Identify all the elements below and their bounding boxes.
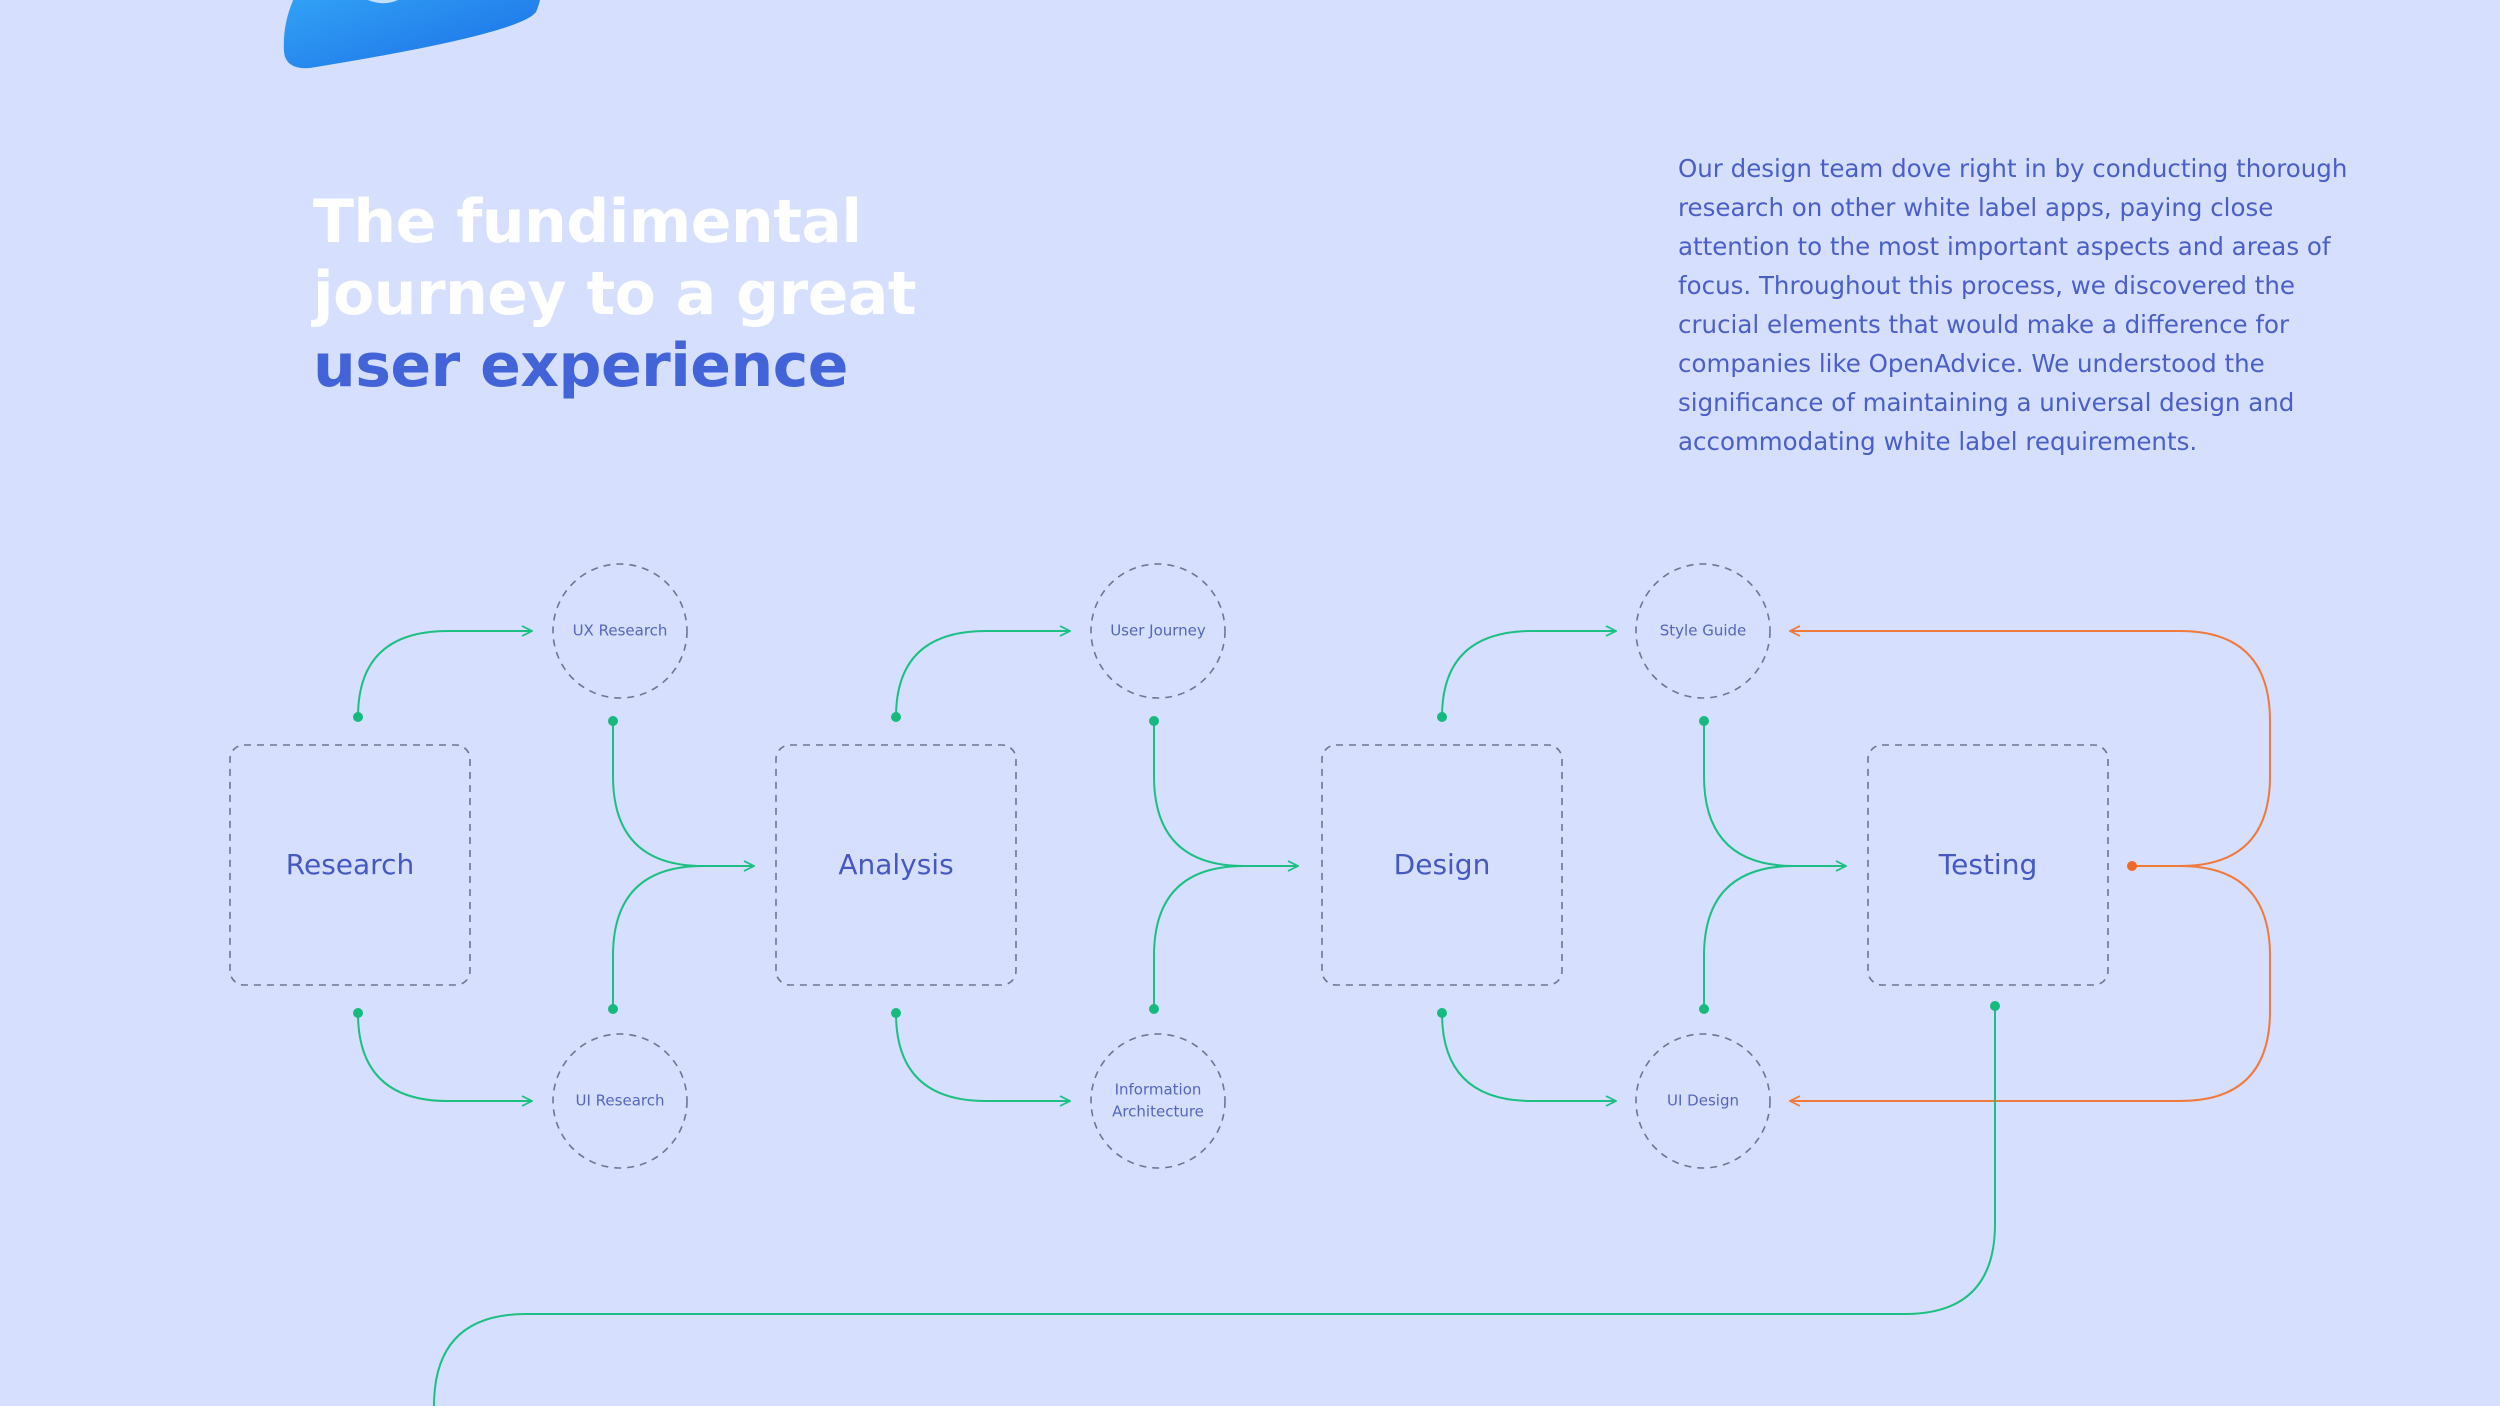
page-title: The fundimental journey to a great user … [313, 186, 917, 402]
connector-uidesign-to-testing [1703, 865, 1795, 1009]
stage-label: Research [286, 848, 414, 881]
feedback-origin-dot [2127, 861, 2137, 871]
stage-label: Design [1394, 848, 1491, 881]
stage-box [1321, 744, 1563, 986]
intro-line: research on other white label apps, payi… [1678, 193, 2274, 222]
intro-line: attention to the most important aspects … [1678, 232, 2331, 261]
substep-circle [1090, 1033, 1226, 1169]
connector-dot [891, 1008, 901, 1018]
substep-information-architecture: Information Architecture [1090, 1033, 1226, 1169]
connector-dot [608, 1004, 618, 1014]
connector-dot [1990, 1001, 2000, 1011]
stage-design: Design [1321, 744, 1563, 986]
substep-ux-research: UX Research [552, 563, 688, 699]
connector-dot [891, 712, 901, 722]
substep-ui-research: UI Research [552, 1033, 688, 1169]
connector-journey-to-design [1153, 721, 1298, 866]
connector-ux-to-analysis [612, 721, 754, 866]
connector-dot [608, 716, 618, 726]
stage-testing: Testing [1867, 744, 2109, 986]
connector-dot [353, 1008, 363, 1018]
substep-label: Style Guide [1660, 622, 1747, 640]
connector-dot [1437, 712, 1447, 722]
connector-dot [1149, 1004, 1159, 1014]
connector-design-to-styleguide [1441, 631, 1616, 718]
connector-research-to-ui [357, 1012, 532, 1101]
connector-dot [1437, 1008, 1447, 1018]
connector-ia-to-design [1153, 865, 1245, 1009]
substep-label: User Journey [1110, 622, 1206, 640]
stage-box [229, 744, 471, 986]
intro-line: companies like OpenAdvice. We understood… [1678, 349, 2265, 378]
connector-dot [1149, 716, 1159, 726]
title-line-1: The fundimental [313, 187, 862, 257]
connector-analysis-to-ia [895, 1012, 1070, 1101]
substep-style-guide: Style Guide [1635, 563, 1771, 699]
substep-user-journey: User Journey [1090, 563, 1226, 699]
substep-circle [552, 1033, 688, 1169]
connector-analysis-to-journey [895, 631, 1070, 718]
feedback-loop-to-ui-design [1790, 865, 2271, 1101]
connector-research-to-ux [357, 631, 532, 718]
intro-paragraph: Our design team dove right in by conduct… [1678, 149, 2358, 461]
connector-design-to-uidesign [1441, 1012, 1616, 1101]
substep-label: UI Research [576, 1092, 665, 1110]
stage-box [1867, 744, 2109, 986]
intro-line: significance of maintaining a universal … [1678, 388, 2295, 417]
logo-icon [283, 0, 540, 69]
stage-research: Research [229, 744, 471, 986]
substep-ui-design: UI Design [1635, 1033, 1771, 1169]
connector-dot [1699, 716, 1709, 726]
substep-circle [1090, 563, 1226, 699]
title-line-2: journey to a great [313, 259, 917, 329]
connector-dot [353, 712, 363, 722]
intro-line: crucial elements that would make a diffe… [1678, 310, 2290, 339]
title-accent-line: user experience [313, 331, 848, 401]
intro-line: Our design team dove right in by conduct… [1678, 154, 2348, 183]
substep-circle [1635, 563, 1771, 699]
substep-label: Information [1115, 1081, 1202, 1099]
substep-circle [1635, 1033, 1771, 1169]
feedback-loop-to-style-guide [1790, 631, 2271, 867]
intro-line: focus. Throughout this process, we disco… [1678, 271, 2295, 300]
connector-styleguide-to-testing [1703, 721, 1846, 866]
connector-dot [1699, 1004, 1709, 1014]
substep-label: Architecture [1112, 1103, 1204, 1121]
substep-label: UI Design [1667, 1092, 1739, 1110]
substep-circle [552, 563, 688, 699]
stage-analysis: Analysis [775, 744, 1017, 986]
stage-label: Testing [1938, 848, 2037, 881]
connector-testing-exit [433, 1006, 1996, 1406]
substep-label: UX Research [573, 622, 668, 640]
connector-ui-to-analysis [612, 865, 704, 1009]
intro-line: accommodating white label requirements. [1678, 427, 2198, 456]
stage-box [775, 744, 1017, 986]
stage-label: Analysis [838, 848, 953, 881]
